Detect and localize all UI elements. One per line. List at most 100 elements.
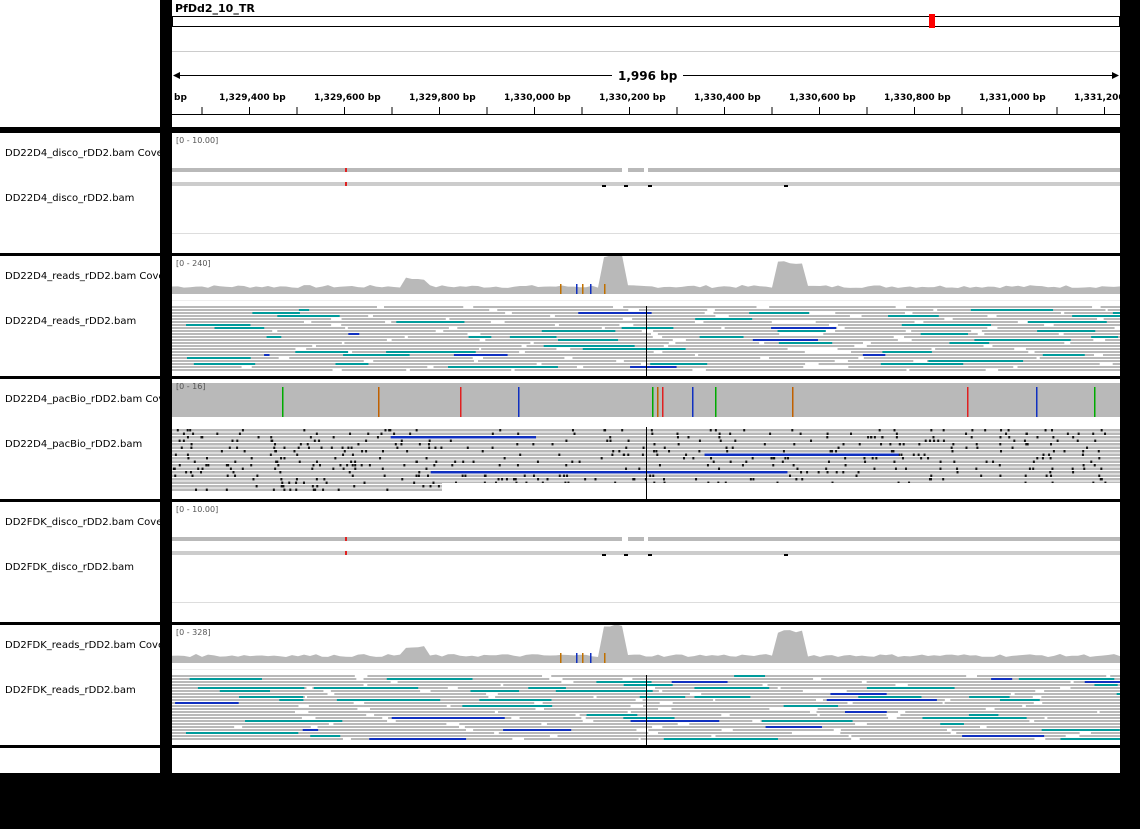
indel-mark xyxy=(293,450,296,453)
indel-mark xyxy=(201,467,204,470)
indel-mark xyxy=(174,453,177,456)
indel-mark xyxy=(255,485,258,488)
aligned-read xyxy=(675,342,760,344)
read-mark xyxy=(624,554,628,556)
indel-mark xyxy=(1092,432,1095,435)
ruler-tick-label: 1,330,000 bp xyxy=(504,93,571,103)
indel-mark xyxy=(743,429,746,432)
aligned-read xyxy=(497,309,629,311)
soft-clip xyxy=(197,687,305,689)
indel-mark xyxy=(729,432,732,435)
indel-mark xyxy=(1077,432,1080,435)
indel-mark xyxy=(238,432,241,435)
indel-mark xyxy=(376,436,379,439)
indel-mark xyxy=(734,439,737,442)
indel-mark xyxy=(632,478,635,481)
indel-mark xyxy=(269,453,272,456)
indel-mark xyxy=(289,488,292,491)
alignment-track-name[interactable]: DD2FDK_reads_rDD2.bam xyxy=(5,685,136,696)
indel-mark xyxy=(451,464,454,467)
indel-mark xyxy=(895,432,898,435)
aligned-read xyxy=(369,708,536,710)
soft-clip xyxy=(1112,312,1120,314)
aligned-read xyxy=(1117,684,1120,686)
track-canvas[interactable] xyxy=(172,256,1120,376)
aligned-read xyxy=(472,678,550,680)
indel-mark xyxy=(565,464,568,467)
track-canvas[interactable] xyxy=(172,133,1120,253)
indel-mark xyxy=(842,471,845,474)
aligned-read xyxy=(885,354,1095,356)
track-data-panel[interactable]: [0 - 16] xyxy=(172,379,1120,499)
indel-mark xyxy=(707,481,710,484)
mismatch-mark xyxy=(345,537,347,541)
indel-mark xyxy=(1051,481,1054,484)
track-data-panel[interactable]: [0 - 10.00] xyxy=(172,502,1120,622)
coverage-track-name[interactable]: DD2FDK_reads_rDD2.bam Coverage xyxy=(5,640,160,651)
aligned-read xyxy=(909,369,986,371)
indel-mark xyxy=(567,481,570,484)
aligned-read xyxy=(507,354,695,356)
coverage-range-label: [0 - 16] xyxy=(176,382,206,391)
coverage-track-name[interactable]: DD22D4_reads_rDD2.bam Coverage xyxy=(5,271,160,282)
aligned-read xyxy=(307,696,489,698)
alignment-track-name[interactable]: DD22D4_disco_rDD2.bam xyxy=(5,193,135,204)
aligned-read xyxy=(1099,711,1120,713)
track-canvas[interactable] xyxy=(172,502,1120,622)
indel-mark xyxy=(1081,453,1084,456)
indel-mark xyxy=(908,481,911,484)
track-data-panel[interactable]: [0 - 10.00] xyxy=(172,133,1120,253)
indel-mark xyxy=(515,481,518,484)
aligned-read xyxy=(767,684,896,686)
indel-mark xyxy=(176,429,179,432)
indel-mark xyxy=(288,481,291,484)
aligned-read xyxy=(172,315,369,317)
coverage-track-name[interactable]: DD2FDK_disco_rDD2.bam Coverage xyxy=(5,517,160,528)
indel-mark xyxy=(401,478,404,481)
alignment-track-name[interactable]: DD22D4_pacBio_rDD2.bam xyxy=(5,439,143,450)
track-canvas[interactable] xyxy=(172,379,1120,499)
aligned-read xyxy=(1112,363,1120,365)
aligned-read xyxy=(172,708,358,710)
soft-clip xyxy=(369,738,467,740)
indel-mark xyxy=(514,478,517,481)
aligned-read xyxy=(935,348,1015,350)
indel-mark xyxy=(929,439,932,442)
aligned-read xyxy=(848,366,1014,368)
track-data-panel[interactable]: [0 - 240] xyxy=(172,256,1120,376)
track-data-panel[interactable]: [0 - 328] xyxy=(172,625,1120,745)
aligned-read xyxy=(689,723,856,725)
indel-mark xyxy=(752,478,755,481)
coverage-profile xyxy=(172,256,1120,294)
soft-clip xyxy=(336,699,456,701)
indel-mark xyxy=(656,453,659,456)
aligned-read xyxy=(172,318,332,320)
empty-data-panel xyxy=(172,748,1120,773)
coverage-snp xyxy=(715,387,717,417)
aligned-read xyxy=(671,708,770,710)
alignment-track-name[interactable]: DD2FDK_disco_rDD2.bam xyxy=(5,562,134,573)
coverage-snp xyxy=(576,284,578,294)
indel-mark xyxy=(274,443,277,446)
aligned-read xyxy=(676,366,804,368)
indel-mark xyxy=(1050,474,1053,477)
soft-clip xyxy=(663,738,778,740)
indel-mark xyxy=(418,471,421,474)
indel-mark xyxy=(189,471,192,474)
aligned-read xyxy=(172,729,315,731)
indel-mark xyxy=(902,443,905,446)
soft-clip xyxy=(386,351,476,353)
soft-clip xyxy=(650,363,708,365)
indel-mark xyxy=(623,453,626,456)
soft-clip xyxy=(844,711,887,713)
indel-mark xyxy=(432,481,435,484)
coverage-track-name[interactable]: DD22D4_disco_rDD2.bam Coverage xyxy=(5,148,160,159)
span-label: 1,996 bp xyxy=(612,69,684,83)
alignment-track-name[interactable]: DD22D4_reads_rDD2.bam xyxy=(5,316,137,327)
indel-mark xyxy=(315,432,318,435)
track-canvas[interactable] xyxy=(172,625,1120,745)
indel-mark xyxy=(871,457,874,460)
ideogram-and-ruler[interactable] xyxy=(172,0,1120,127)
aligned-read xyxy=(359,333,468,335)
coverage-track-name[interactable]: DD22D4_pacBio_rDD2.bam Coverage xyxy=(5,394,160,405)
